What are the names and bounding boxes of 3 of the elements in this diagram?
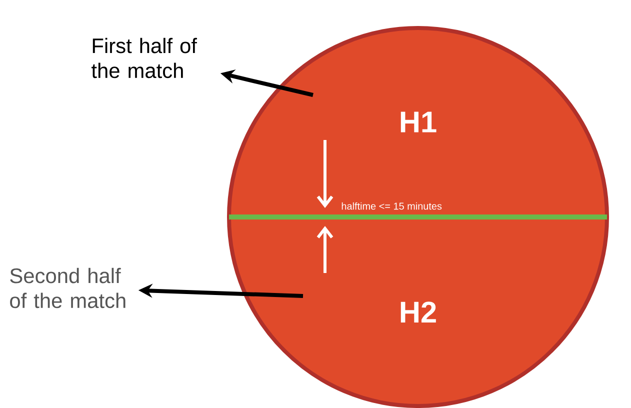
annotation-text: First half of the match	[92, 38, 197, 78]
annotation-text: halftime <= 15 minutes	[342, 202, 442, 210]
annotation-text: Second half of the match	[10, 268, 126, 308]
